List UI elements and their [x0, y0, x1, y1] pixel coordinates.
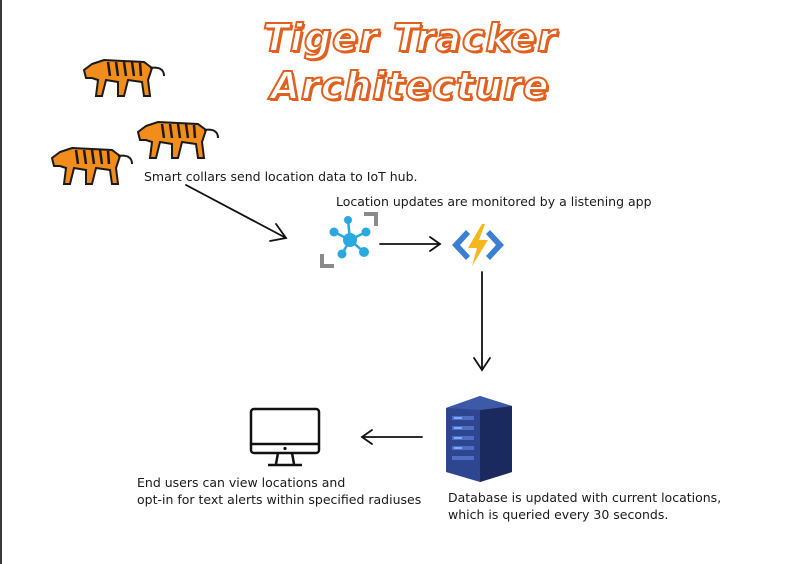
- arrow-database-to-users: [360, 429, 423, 445]
- users-caption-line-1: End users can view locations and: [137, 475, 346, 490]
- left-border: [0, 0, 2, 564]
- database-caption-line-2: which is queried every 30 seconds.: [448, 507, 669, 522]
- diagram-title: Tiger Tracker Architecture: [220, 14, 600, 110]
- database-server-icon: [446, 396, 512, 482]
- iot-hub-icon: [320, 212, 378, 268]
- monitor-icon: [249, 407, 321, 467]
- arrow-function-to-database: [473, 271, 491, 372]
- collars-caption: Smart collars send location data to IoT …: [144, 169, 418, 184]
- arrow-iot-to-function: [379, 236, 442, 252]
- title-line-2: Architecture: [270, 63, 550, 109]
- azure-function-icon: [452, 224, 504, 266]
- arrow-collars-to-iot: [185, 184, 288, 242]
- database-caption-line-1: Database is updated with current locatio…: [448, 490, 722, 505]
- monitor-caption: Location updates are monitored by a list…: [336, 194, 652, 209]
- title-line-1: Tiger Tracker: [262, 15, 557, 61]
- tiger-icon: [136, 120, 219, 159]
- tiger-icon: [50, 146, 133, 185]
- users-caption-line-2: opt-in for text alerts within specified …: [137, 492, 422, 507]
- tiger-icon: [82, 58, 165, 97]
